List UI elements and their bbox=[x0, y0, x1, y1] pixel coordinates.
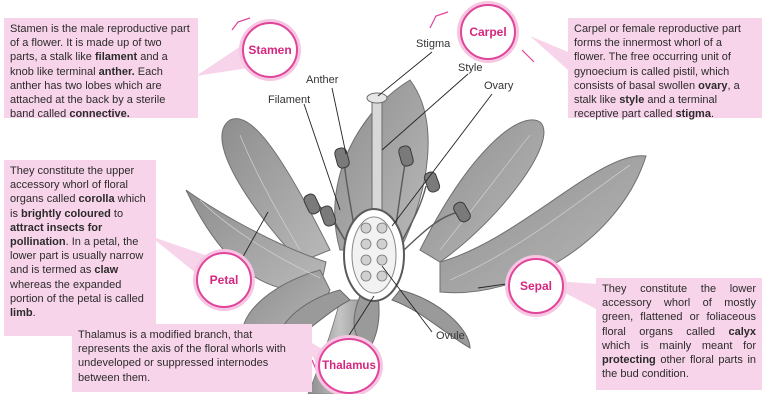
petal-description-run: . bbox=[33, 307, 36, 319]
carpel-description-run: style bbox=[619, 94, 644, 106]
carpel-description-run: . bbox=[711, 108, 714, 120]
stigma-label: Stigma bbox=[416, 38, 450, 50]
sepal-description-run: calyx bbox=[728, 326, 756, 338]
stamen-description-run: anther. bbox=[99, 66, 135, 78]
thalamus-bubble-label: Thalamus bbox=[322, 360, 376, 372]
petal-description-run: corolla bbox=[79, 193, 115, 205]
stamen-description: Stamen is the male reproductive part of … bbox=[4, 18, 198, 118]
thalamus-description: Thalamus is a modified branch, that repr… bbox=[72, 324, 312, 392]
petal-description-run: limb bbox=[10, 307, 33, 319]
sepal-bubble: Sepal bbox=[508, 258, 564, 314]
petal-description-run: brightly coloured bbox=[21, 208, 111, 220]
carpel-description-run: stigma bbox=[676, 108, 711, 120]
petal-bubble-label: Petal bbox=[210, 273, 239, 287]
carpel-bubble-label: Carpel bbox=[469, 25, 506, 39]
stamen-bubble-label: Stamen bbox=[248, 43, 291, 57]
anther-label: Anther bbox=[306, 74, 338, 86]
style-label: Style bbox=[458, 62, 482, 74]
stamen-description-run: filament bbox=[95, 51, 137, 63]
stamen-description-run: connective. bbox=[69, 108, 130, 120]
petal-description-run: whereas the expanded portion of the peta… bbox=[10, 279, 144, 305]
sepal-bubble-label: Sepal bbox=[520, 279, 552, 293]
thalamus-description-run: Thalamus is a modified branch, that repr… bbox=[78, 329, 286, 384]
sepal-description-run: which is mainly meant for bbox=[602, 340, 756, 352]
petal-bubble: Petal bbox=[196, 252, 252, 308]
carpel-description-run: ovary bbox=[698, 80, 727, 92]
carpel-bubble: Carpel bbox=[460, 4, 516, 60]
ovary-label: Ovary bbox=[484, 80, 513, 92]
ovule-label: Ovule bbox=[436, 330, 465, 342]
thalamus-bubble: Thalamus bbox=[318, 338, 380, 394]
petal-description: They constitute the upper accessory whor… bbox=[4, 160, 156, 336]
petal-description-run: claw bbox=[94, 264, 118, 276]
stamen-bubble: Stamen bbox=[242, 22, 298, 78]
petal-description-run: to bbox=[111, 208, 123, 220]
filament-label: Filament bbox=[268, 94, 310, 106]
sepal-description: They constitute the lower accessory whor… bbox=[596, 278, 762, 390]
carpel-description: Carpel or female reproductive part forms… bbox=[568, 18, 762, 118]
sepal-description-run: protecting bbox=[602, 354, 656, 366]
